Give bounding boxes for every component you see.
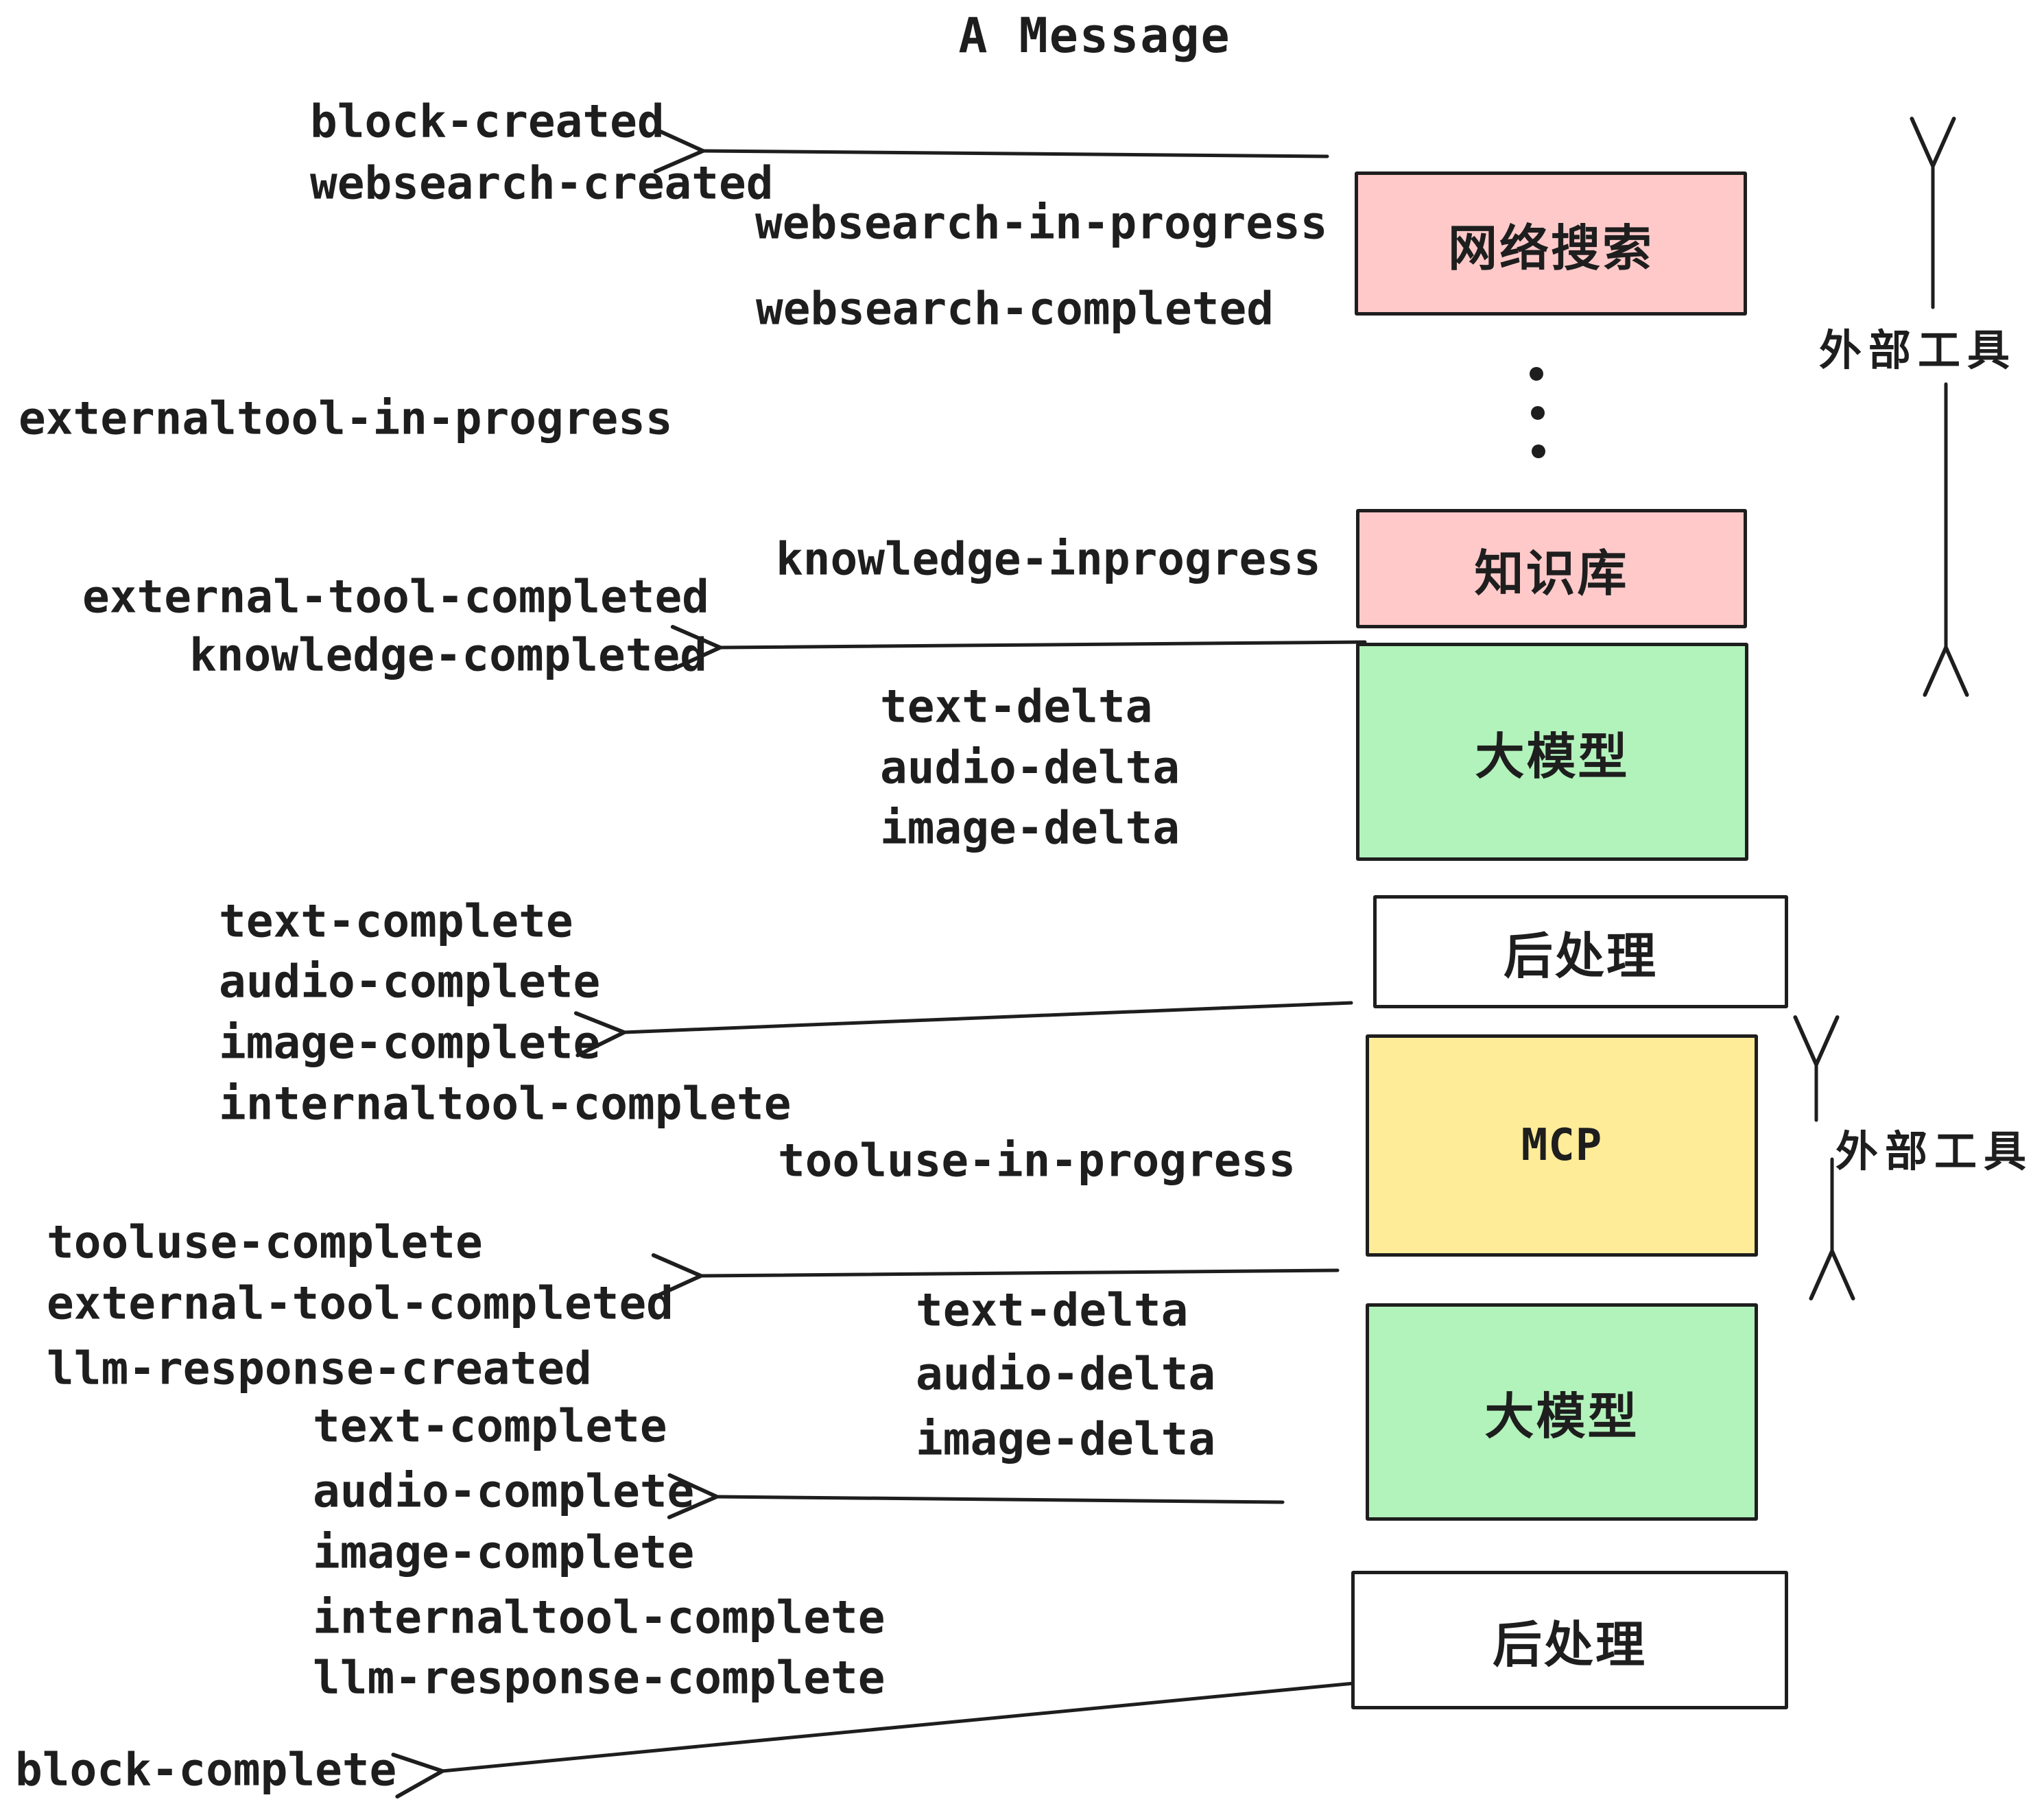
event-label-image-complete-2: image-complete	[313, 1526, 695, 1579]
external-tools-label-2: 外部工具	[1835, 1126, 2034, 1176]
box-llm-1: 大模型	[1356, 643, 1748, 861]
box-postprocess-2: 后处理	[1351, 1571, 1788, 1709]
event-label-websearch-in-progress: websearch-in-progress	[755, 196, 1328, 250]
event-label-websearch-completed: websearch-completed	[756, 282, 1274, 335]
event-label-image-delta-2: image-delta	[916, 1412, 1216, 1466]
event-label-knowledge-inprogress: knowledge-inprogress	[776, 532, 1321, 586]
box-mcp: MCP	[1366, 1034, 1758, 1257]
event-label-text-delta-2: text-delta	[916, 1283, 1189, 1337]
page-title: A Message	[958, 8, 1231, 64]
event-label-knowledge-completed: knowledge-completed	[189, 628, 707, 682]
event-label-block-created: block-created	[310, 95, 665, 148]
event-label-tooluse-in-progress: tooluse-in-progress	[778, 1134, 1296, 1187]
arrow-audio-complete	[667, 1473, 1285, 1519]
box-llm-2: 大模型	[1366, 1303, 1758, 1521]
event-label-image-delta-1: image-delta	[880, 801, 1180, 855]
event-label-audio-delta-1: audio-delta	[880, 741, 1180, 794]
arrow-tooluse-complete	[651, 1253, 1340, 1300]
event-label-external-tool-completed: external-tool-completed	[82, 570, 709, 624]
box-knowledge: 知识库	[1356, 509, 1747, 628]
event-label-internaltool-complete-2: internaltool-complete	[313, 1591, 886, 1644]
event-label-llm-response-complete: llm-response-complete	[313, 1651, 886, 1705]
event-label-llm-response-created: llm-response-created	[47, 1342, 592, 1395]
event-label-audio-complete-1: audio-complete	[219, 955, 601, 1008]
box-postprocess-2-label: 后处理	[1492, 1615, 1647, 1674]
arrow-image-complete	[573, 1001, 1353, 1058]
box-mcp-label: MCP	[1521, 1120, 1603, 1171]
box-llm-2-label: 大模型	[1484, 1388, 1639, 1445]
box-websearch-label: 网络搜索	[1447, 219, 1654, 277]
event-label-audio-complete-2: audio-complete	[313, 1464, 695, 1518]
box-postprocess-1-label: 后处理	[1503, 927, 1658, 985]
event-label-image-complete-1: image-complete	[219, 1016, 601, 1069]
event-label-text-complete-2: text-complete	[313, 1399, 667, 1453]
arrow-knowledge-completed	[670, 625, 1367, 672]
arrow-block-complete	[391, 1680, 1370, 1799]
event-label-externaltool-in-progress: externaltool-in-progress	[19, 392, 673, 445]
external-tools-label-1: 外部工具	[1819, 325, 2017, 375]
box-websearch: 网络搜索	[1355, 171, 1747, 316]
event-label-tooluse-complete: tooluse-complete	[47, 1215, 483, 1269]
ellipsis-dots	[1530, 367, 1545, 458]
event-label-websearch-created: websearch-created	[310, 156, 774, 210]
event-label-audio-delta-2: audio-delta	[916, 1347, 1216, 1401]
box-postprocess-1: 后处理	[1373, 895, 1788, 1008]
box-knowledge-label: 知识库	[1474, 544, 1629, 602]
event-label-block-complete: block-complete	[15, 1743, 397, 1796]
event-label-text-complete-1: text-complete	[219, 894, 573, 948]
event-label-external-tool-completed-2: external-tool-completed	[47, 1277, 674, 1330]
arrow-block-created	[653, 127, 1329, 174]
event-label-text-delta-1: text-delta	[880, 680, 1153, 733]
event-label-internaltool-complete-1: internaltool-complete	[219, 1077, 792, 1130]
box-llm-1-label: 大模型	[1475, 727, 1630, 785]
